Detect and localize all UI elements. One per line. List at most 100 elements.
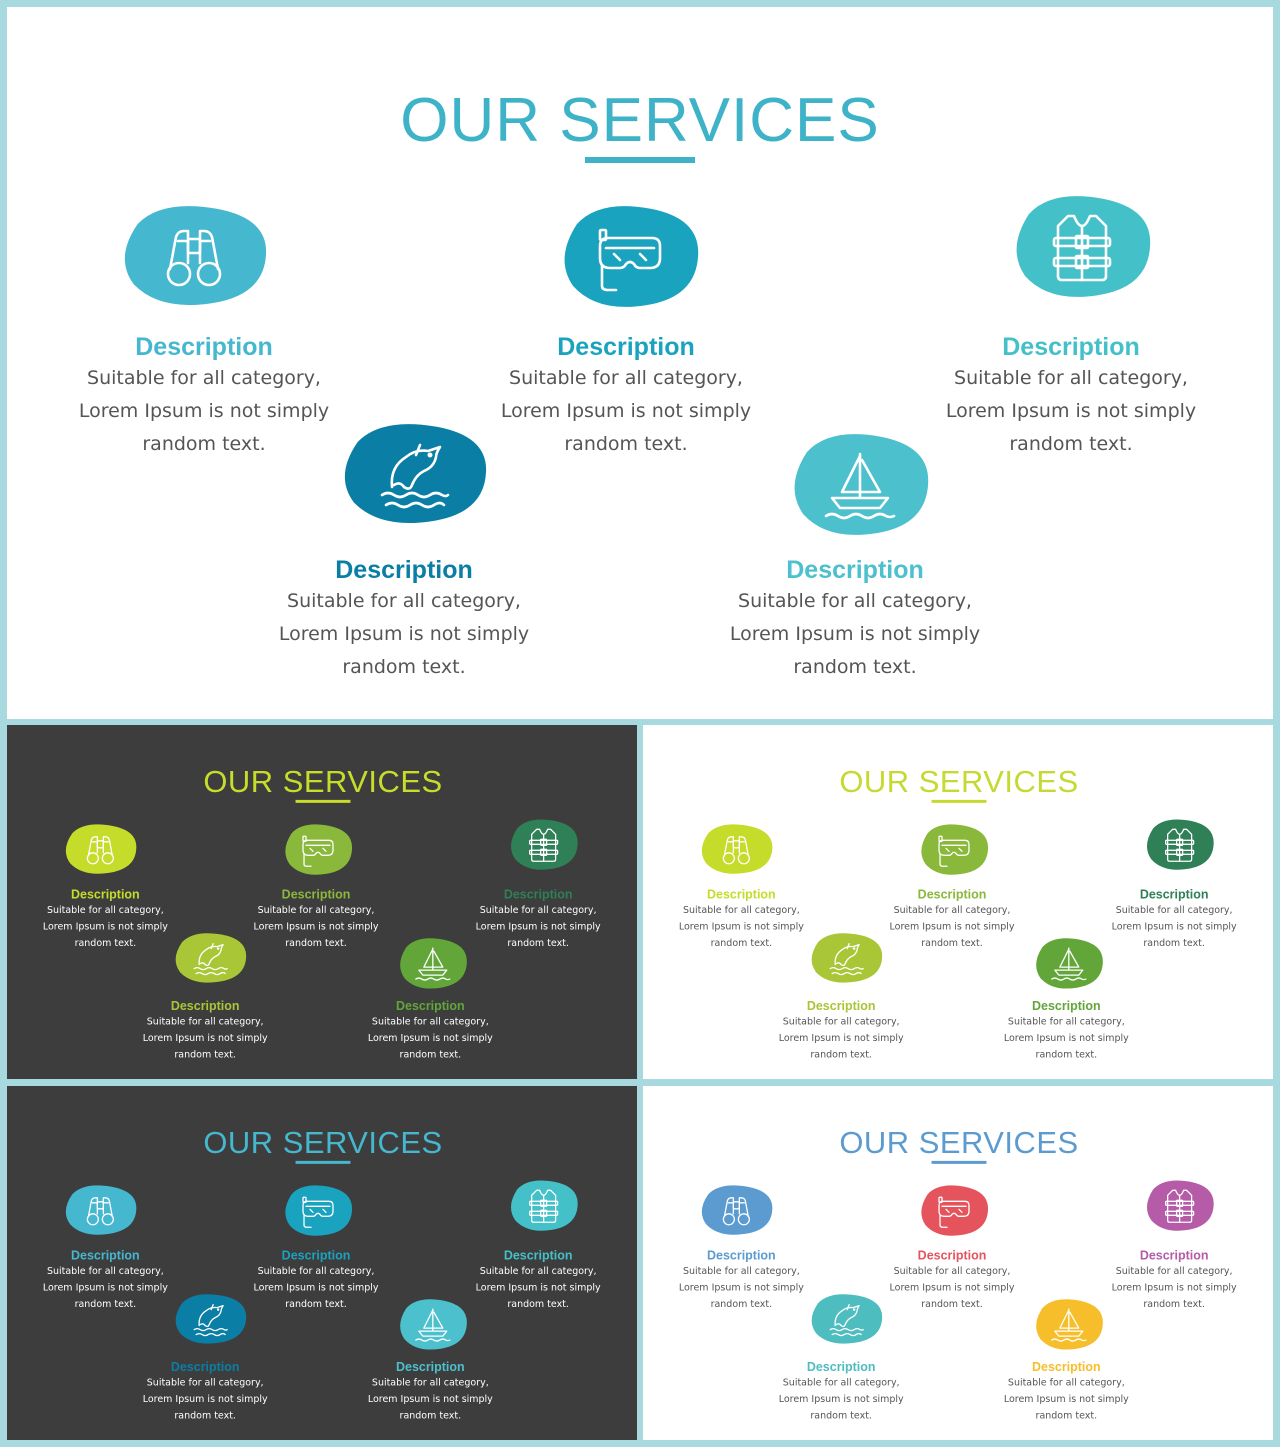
service-heading: Description bbox=[707, 887, 776, 902]
service-heading: Description bbox=[281, 1248, 351, 1263]
dolphin-icon bbox=[376, 437, 452, 513]
service-text-line-3: random text. bbox=[285, 937, 347, 949]
service-text-line-1: Suitable for all category, bbox=[146, 1016, 264, 1028]
service-heading: Description bbox=[71, 1248, 140, 1263]
snorkel-mask-icon bbox=[299, 831, 337, 869]
service-heading: Description bbox=[917, 1248, 987, 1263]
service-blob-4 bbox=[809, 1294, 883, 1346]
service-text-line-1: Suitable for all category, bbox=[893, 1265, 1011, 1277]
service-text-line-3: random text. bbox=[1035, 1048, 1098, 1060]
service-blob-4 bbox=[809, 933, 883, 985]
service-blob-5 bbox=[1034, 938, 1104, 991]
service-text-line-3: random text. bbox=[1143, 937, 1205, 949]
service-blob-1 bbox=[63, 824, 137, 876]
service-blob-2 bbox=[919, 1185, 989, 1238]
service-text-line-2: Lorem Ipsum is not simply bbox=[475, 1282, 601, 1294]
title-underline bbox=[931, 799, 987, 803]
snorkel-mask-icon bbox=[299, 1192, 337, 1230]
service-blob-5 bbox=[790, 433, 930, 539]
service-blob-1 bbox=[699, 1185, 773, 1237]
service-text-line-3: random text. bbox=[74, 937, 137, 949]
service-text-line-1: Suitable for all category, bbox=[682, 1265, 800, 1277]
slide-title: OUR SERVICES bbox=[203, 1125, 443, 1160]
service-text-line-1: Suitable for all category, bbox=[1007, 1016, 1125, 1028]
service-text-line-3: random text. bbox=[921, 1298, 983, 1310]
service-text-line-2: Lorem Ipsum is not simply bbox=[78, 400, 330, 422]
service-text-line-1: Suitable for all category, bbox=[893, 904, 1011, 916]
service-heading: Description bbox=[1031, 999, 1101, 1014]
service-text-line-3: random text. bbox=[342, 656, 466, 678]
service-blob-5 bbox=[398, 938, 468, 991]
service-text-line-1: Suitable for all category, bbox=[257, 1265, 375, 1277]
service-heading: Description bbox=[786, 556, 924, 584]
service-text-line-3: random text. bbox=[710, 937, 773, 949]
service-text-line-3: random text. bbox=[174, 1409, 236, 1421]
service-blob-4 bbox=[340, 423, 488, 527]
service-text-line-3: random text. bbox=[810, 1048, 872, 1060]
service-heading: Description bbox=[503, 1248, 573, 1263]
service-text-line-1: Suitable for all category, bbox=[1115, 1265, 1233, 1277]
service-text-line-2: Lorem Ipsum is not simply bbox=[253, 1282, 379, 1294]
service-blob-1 bbox=[63, 1185, 137, 1237]
service-text-line-3: random text. bbox=[399, 1048, 462, 1060]
service-heading: Description bbox=[806, 1360, 876, 1375]
service-text-line-2: Lorem Ipsum is not simply bbox=[42, 921, 168, 933]
service-text-line-1: Suitable for all category, bbox=[1007, 1377, 1125, 1389]
service-text-line-3: random text. bbox=[921, 937, 983, 949]
service-text-line-1: Suitable for all category, bbox=[509, 367, 743, 389]
service-heading: Description bbox=[335, 556, 473, 584]
service-heading: Description bbox=[395, 1360, 465, 1375]
service-text-line-3: random text. bbox=[1143, 1298, 1205, 1310]
service-heading: Description bbox=[707, 1248, 776, 1263]
service-text-line-3: random text. bbox=[564, 433, 688, 455]
dolphin-icon bbox=[191, 1301, 229, 1339]
binoculars-icon bbox=[717, 831, 755, 869]
service-text-line-3: random text. bbox=[174, 1048, 236, 1060]
service-text-line-3: random text. bbox=[710, 1298, 773, 1310]
service-blob-5 bbox=[1034, 1299, 1104, 1352]
title-underline bbox=[931, 1160, 987, 1164]
service-text-line-3: random text. bbox=[399, 1409, 462, 1421]
service-text-line-3: random text. bbox=[285, 1298, 347, 1310]
service-text-line-2: Lorem Ipsum is not simply bbox=[889, 921, 1015, 933]
service-text-line-1: Suitable for all category, bbox=[782, 1016, 900, 1028]
service-text-line-3: random text. bbox=[810, 1409, 872, 1421]
service-text-line-2: Lorem Ipsum is not simply bbox=[1111, 1282, 1237, 1294]
service-text-line-1: Suitable for all category, bbox=[479, 1265, 597, 1277]
service-text-line-1: Suitable for all category, bbox=[287, 590, 521, 612]
service-heading: Description bbox=[1031, 1360, 1101, 1375]
life-vest-icon bbox=[1161, 826, 1199, 864]
service-blob-4 bbox=[173, 933, 247, 985]
service-text-line-2: Lorem Ipsum is not simply bbox=[678, 921, 804, 933]
life-vest-icon bbox=[525, 826, 563, 864]
service-text-line-2: Lorem Ipsum is not simply bbox=[278, 623, 530, 645]
service-blob-3 bbox=[1145, 1180, 1215, 1233]
binoculars-icon bbox=[81, 831, 119, 869]
service-blob-3 bbox=[509, 1180, 579, 1233]
service-text-line-2: Lorem Ipsum is not simply bbox=[475, 921, 601, 933]
service-text-line-2: Lorem Ipsum is not simply bbox=[142, 1393, 268, 1405]
service-text-line-1: Suitable for all category, bbox=[257, 904, 375, 916]
service-text-line-2: Lorem Ipsum is not simply bbox=[778, 1032, 904, 1044]
service-text-line-1: Suitable for all category, bbox=[479, 904, 597, 916]
service-blob-3 bbox=[1012, 195, 1152, 301]
service-heading: Description bbox=[1139, 887, 1209, 902]
service-blob-3 bbox=[509, 819, 579, 872]
